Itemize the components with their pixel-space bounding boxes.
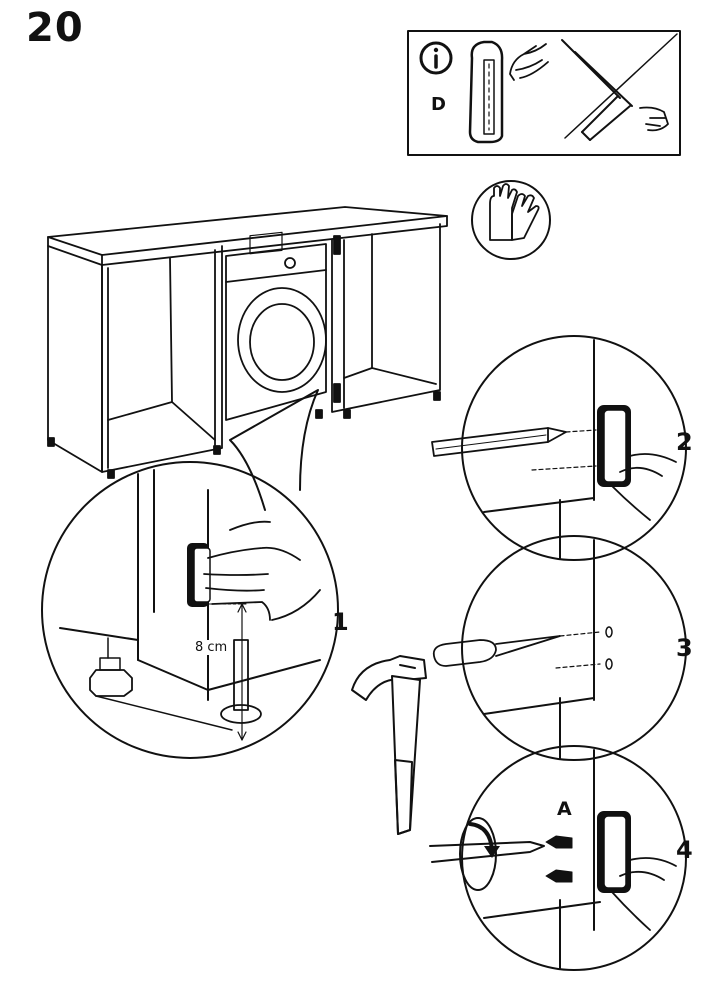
hammer-icon (351, 655, 427, 835)
cabinet-overview (47, 206, 448, 479)
step-number: 20 (26, 5, 84, 51)
detail-circle-3 (432, 535, 687, 761)
detail-circle-4 (429, 745, 687, 971)
detail-circle-1 (41, 389, 339, 759)
pointing-hand-icon (509, 43, 549, 81)
sub-step-2: 2 (676, 428, 693, 456)
corner-detail-icon (561, 33, 678, 141)
measurement-label: 8 cm (194, 640, 229, 655)
sub-step-3: 3 (676, 634, 693, 662)
info-icon (419, 41, 453, 75)
sub-step-1: 1 (332, 608, 349, 636)
handle-part-icon (468, 40, 504, 144)
sub-step-4: 4 (676, 836, 693, 864)
info-panel (407, 30, 681, 156)
screw-label: A (557, 798, 572, 820)
detail-circle-2 (431, 335, 687, 561)
gloves-icon (471, 180, 551, 260)
part-letter: D (431, 94, 446, 115)
